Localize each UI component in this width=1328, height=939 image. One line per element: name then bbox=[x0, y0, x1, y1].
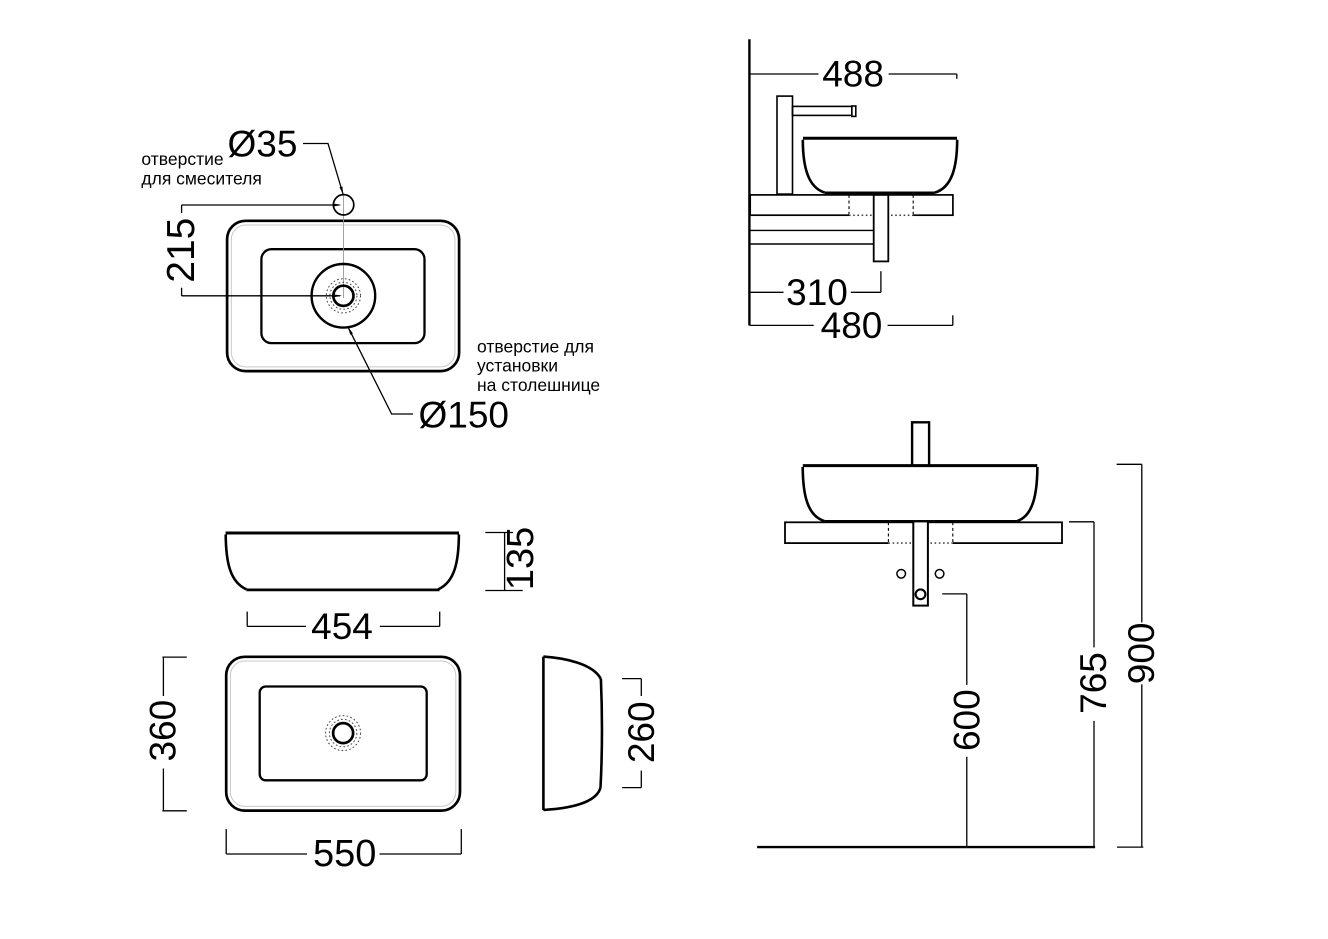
svg-text:для смесителя: для смесителя bbox=[141, 168, 261, 188]
svg-text:отверстие: отверстие bbox=[141, 149, 223, 169]
svg-text:480: 480 bbox=[821, 305, 883, 346]
svg-text:310: 310 bbox=[786, 272, 848, 313]
svg-text:135: 135 bbox=[500, 527, 542, 590]
svg-text:765: 765 bbox=[1073, 652, 1114, 714]
svg-text:550: 550 bbox=[313, 833, 376, 875]
svg-text:454: 454 bbox=[311, 606, 373, 647]
svg-text:Ø35: Ø35 bbox=[228, 124, 298, 165]
svg-text:360: 360 bbox=[142, 700, 183, 762]
svg-text:600: 600 bbox=[946, 689, 987, 751]
svg-text:на столешнице: на столешнице bbox=[477, 375, 600, 395]
svg-text:488: 488 bbox=[822, 54, 884, 95]
svg-text:215: 215 bbox=[160, 218, 203, 283]
svg-text:установки: установки bbox=[477, 356, 558, 376]
svg-text:отверстие для: отверстие для bbox=[477, 336, 594, 356]
svg-text:Ø150: Ø150 bbox=[419, 395, 510, 436]
svg-text:900: 900 bbox=[1121, 623, 1162, 685]
svg-text:260: 260 bbox=[621, 701, 662, 763]
